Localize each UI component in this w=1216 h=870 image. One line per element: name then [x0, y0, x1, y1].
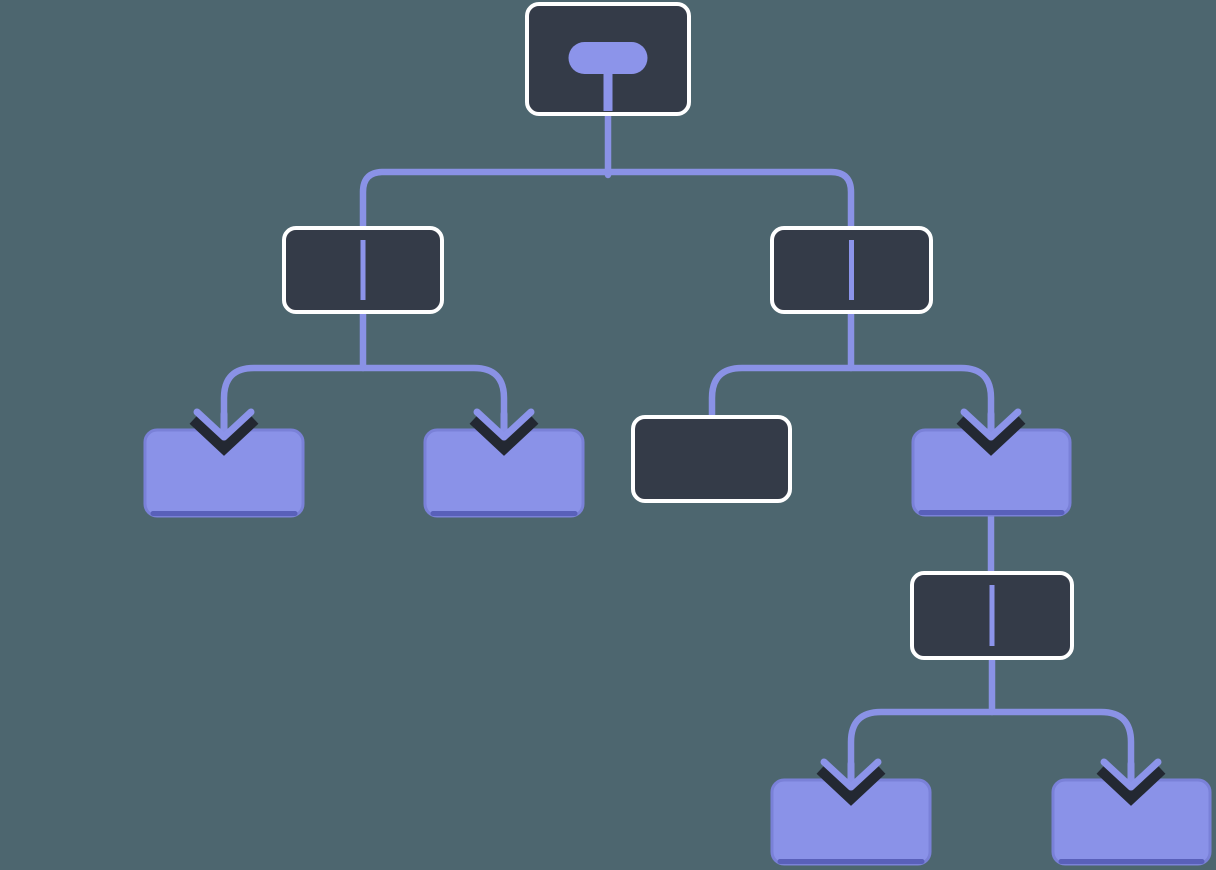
chevron-purple-icon [820, 758, 882, 791]
edge-connector-branch-left-split [220, 364, 508, 426]
chevron-dark-icon [469, 414, 539, 456]
tree-root-icon [568, 42, 648, 74]
tree-node-branch-left[interactable] [282, 226, 444, 314]
edge-connector-branch-right-split [708, 364, 995, 426]
chevron-purple-icon [473, 408, 535, 441]
chevron-purple-icon [193, 408, 255, 441]
tree-node-leaf-5[interactable] [1051, 778, 1212, 866]
chevron-dark-icon [1096, 764, 1166, 806]
tree-root-stem-icon [603, 72, 613, 111]
tree-node-root[interactable] [525, 2, 691, 116]
edges-layer [220, 102, 1135, 776]
chevron-dark-icon [816, 764, 886, 806]
tree-node-dark-leaf[interactable] [631, 415, 792, 503]
arrowheads-layer [189, 408, 1166, 806]
chevron-dark-icon [189, 414, 259, 456]
tree-node-branch-bottom[interactable] [910, 571, 1074, 660]
chevron-purple-icon [1100, 758, 1162, 791]
dark-node-body [631, 415, 792, 503]
edge-connector-branch-bottom-split [847, 708, 1135, 776]
chevron-arrowhead-icon-leaf-5 [1096, 758, 1166, 806]
tree-node-branch-right[interactable] [770, 226, 933, 314]
chevron-purple-icon [960, 408, 1022, 441]
chevron-arrowhead-icon-leaf-1 [189, 408, 259, 456]
chevron-arrowhead-icon-leaf-2 [469, 408, 539, 456]
tree-node-leaf-1[interactable] [143, 428, 305, 518]
chevron-arrowhead-icon-leaf-3 [956, 408, 1026, 456]
chevron-dark-icon [956, 414, 1026, 456]
nodes-layer [143, 2, 1212, 866]
edge-connector-root-to-branches [359, 168, 855, 236]
chevron-arrowhead-icon-leaf-4 [816, 758, 886, 806]
tree-node-leaf-4[interactable] [770, 778, 932, 866]
